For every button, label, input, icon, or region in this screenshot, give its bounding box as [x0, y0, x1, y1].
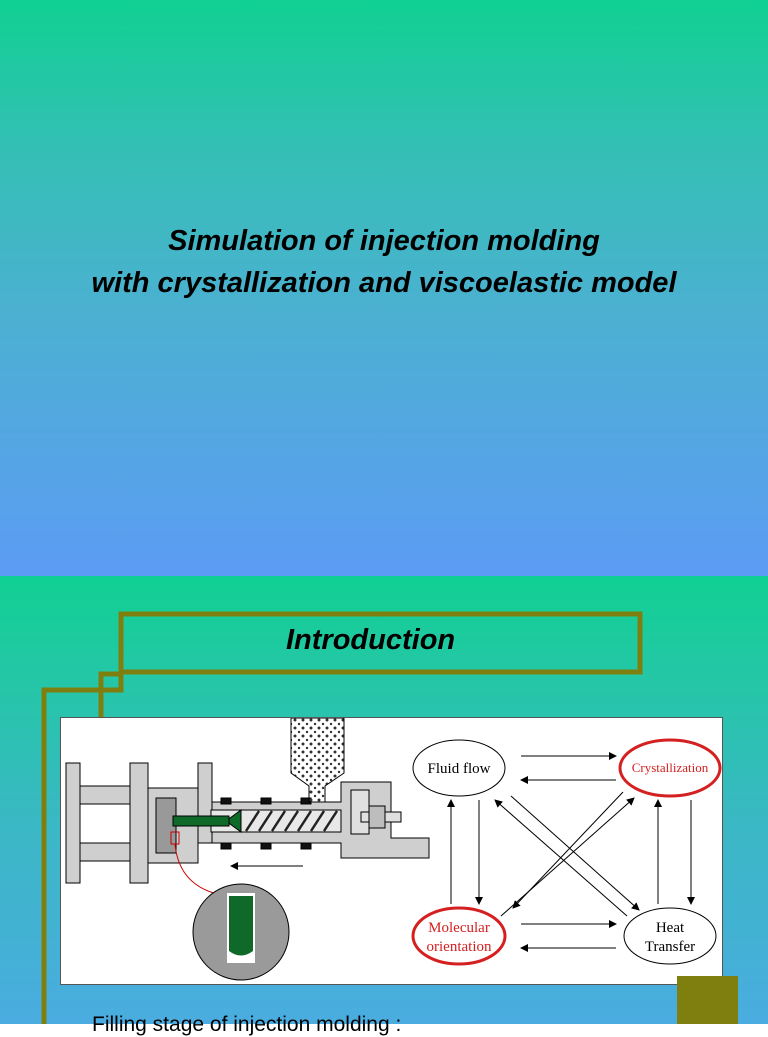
olive-frame-decoration: [41, 611, 643, 1024]
heat-label-line2: Transfer: [645, 939, 695, 955]
figure-caption: Filling stage of injection molding :: [92, 1013, 402, 1036]
injection-molding-figure: Fluid flow Crystallization Molecular ori…: [60, 717, 723, 985]
figure-canvas: Fluid flow Crystallization Molecular ori…: [65, 718, 722, 981]
graph-labels: Fluid flow Crystallization Molecular ori…: [427, 760, 709, 955]
introduction-slide: Introduction: [0, 576, 768, 1036]
title-line-2: with crystallization and viscoelastic mo…: [91, 267, 677, 299]
slide-title: Simulation of injection molding with cry…: [0, 220, 768, 304]
injection-machine-drawing: [65, 718, 430, 981]
coupling-graph: [411, 738, 722, 966]
molecular-label-line1: Molecular: [428, 920, 490, 936]
title-slide: Simulation of injection molding with cry…: [0, 0, 768, 576]
fluid-flow-label: Fluid flow: [428, 761, 491, 777]
olive-accent-block: [677, 976, 738, 1024]
crystallization-label: Crystallization: [632, 760, 709, 775]
molecular-label-line2: orientation: [427, 939, 492, 955]
heat-label-line1: Heat: [656, 920, 685, 936]
section-heading: Introduction: [286, 624, 456, 656]
title-line-1: Simulation of injection molding: [168, 225, 600, 257]
